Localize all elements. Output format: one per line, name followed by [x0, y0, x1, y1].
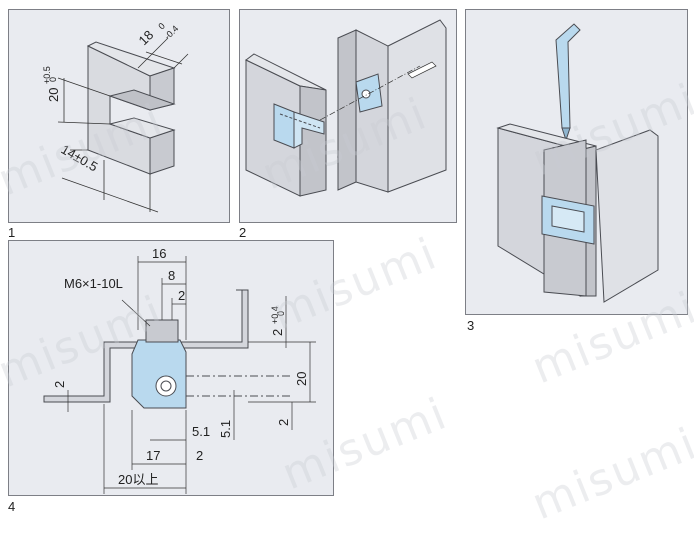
dim-17: 17: [146, 448, 160, 463]
p2-pin-axis: [319, 61, 437, 121]
dim-20-tol: +0.5: [42, 66, 52, 84]
dim-2b-tol-top: +0.4: [270, 306, 280, 324]
panel-4-label: 4: [8, 499, 16, 514]
watermark: misumi: [525, 418, 694, 530]
cutout-sheet: [86, 41, 176, 175]
p2-hinge-left: [273, 103, 325, 149]
p4-pin: [155, 375, 292, 397]
p1-dimension-lines: [57, 37, 189, 213]
panel-1: [8, 9, 230, 223]
dim-20-vertical: 20: [294, 372, 309, 386]
dim-2d: 2: [196, 448, 203, 463]
dim-2a: 2: [178, 288, 185, 303]
dim-8: 8: [168, 268, 175, 283]
p4-screw-label: M6×1-10L: [64, 276, 123, 291]
panel-2-label: 2: [239, 225, 247, 240]
dim-5-1-vertical: 5.1: [218, 420, 233, 438]
dim-20: 20: [46, 88, 61, 102]
dim-20-or-more: 20以上: [118, 472, 158, 487]
watermark: misumi: [0, 94, 171, 206]
panel-1-label: 1: [8, 225, 16, 240]
dim-18-tol-top: 0: [156, 21, 167, 32]
watermark: misumi: [275, 388, 454, 500]
dim-2c: 2: [276, 419, 291, 426]
watermark: misumi: [265, 228, 444, 340]
dim-5-1-horizontal: 5.1: [192, 424, 210, 439]
panel-3-label: 3: [467, 318, 475, 333]
dim-16: 16: [152, 246, 166, 261]
dim-2b: 2: [270, 329, 285, 336]
dim-18: 18: [136, 27, 157, 48]
dim-20-tol-zero: 0: [48, 77, 58, 82]
p3-hinge: [541, 195, 595, 245]
dim-2-left: 2: [52, 381, 67, 388]
dim-2b-tol-bot: 0: [276, 311, 286, 316]
p3-hex-key: [555, 23, 581, 142]
p2-hinge-right: [355, 73, 383, 113]
p4-dimension-lines: [67, 256, 316, 494]
p2-left-panel: [245, 53, 327, 197]
